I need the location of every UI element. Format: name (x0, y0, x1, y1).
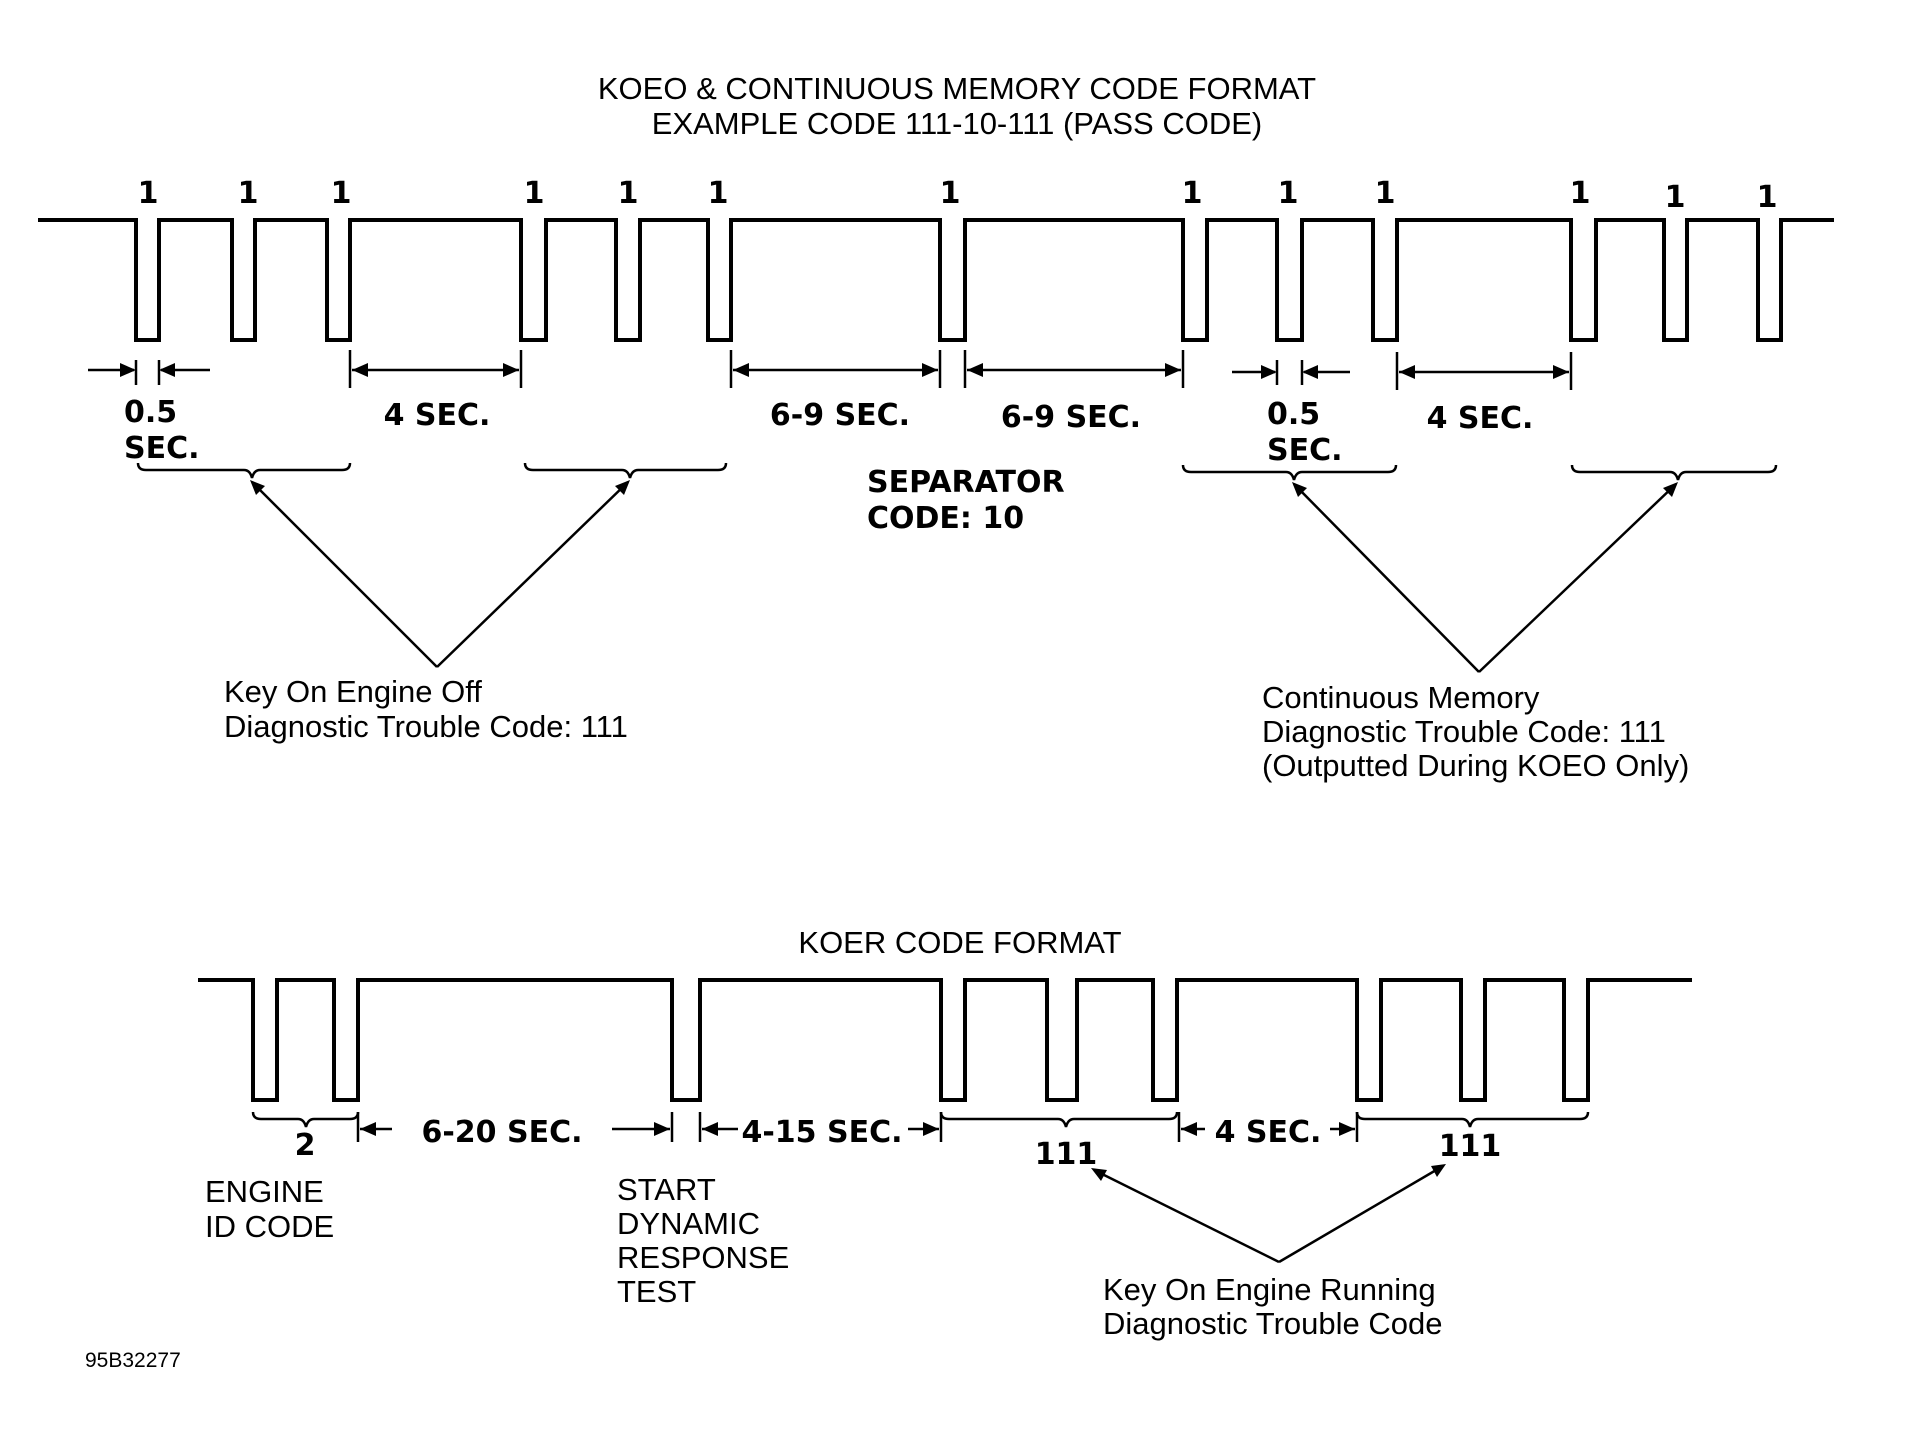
start-test-label: TEST (617, 1274, 696, 1309)
start-test-label: DYNAMIC (617, 1206, 760, 1241)
engine-id-brace (251, 1111, 360, 1128)
arrowhead (1553, 365, 1569, 379)
pulse-digit: 1 (1375, 176, 1396, 211)
gap-4-15-label: 4-15 SEC. (741, 1115, 902, 1150)
top-title-line1: KOEO & CONTINUOUS MEMORY CODE FORMAT (598, 71, 1316, 106)
start-test-label: RESPONSE (617, 1240, 789, 1275)
koeo-label: Diagnostic Trouble Code: 111 (224, 709, 628, 744)
arrowhead (1165, 363, 1181, 377)
code-a-label: 111 (1035, 1137, 1098, 1172)
code-b-label: 111 (1439, 1129, 1502, 1164)
arrowhead (967, 363, 983, 377)
cm-group-brace (1570, 464, 1778, 481)
cm-label: (Outputted During KOEO Only) (1262, 748, 1689, 783)
pulse-digit: 1 (1278, 176, 1299, 211)
koeo-group-brace (136, 462, 352, 479)
arrowhead (159, 363, 175, 377)
arrowhead (120, 363, 136, 377)
six-nine-sec-label-a: 6-9 SEC. (770, 398, 910, 433)
pulse-digit: 1 (238, 176, 259, 211)
arrowhead (1261, 365, 1277, 379)
koer-waveform (198, 978, 1692, 1102)
pulse-digit: 1 (524, 176, 545, 211)
pulse-digit: 1 (618, 176, 639, 211)
pointer-line (1293, 483, 1480, 673)
arrowhead (1339, 1122, 1355, 1136)
six-nine-sec-label-b: 6-9 SEC. (1001, 400, 1141, 435)
gap-4-label: 4 SEC. (1215, 1115, 1322, 1150)
pointer-line (251, 481, 438, 668)
pointer-line (1278, 1164, 1444, 1264)
pulse-digit: 1 (331, 176, 352, 211)
pulse-digit: 1 (138, 176, 159, 211)
pulse-digit: 1 (1182, 176, 1203, 211)
koeo-label: Key On Engine Off (224, 674, 482, 709)
arrowhead (923, 1122, 939, 1136)
pulse-digit: 1 (1570, 176, 1591, 211)
pulse-digit: 1 (940, 176, 961, 211)
koeo-waveform (38, 218, 1834, 342)
arrowhead (1181, 1122, 1197, 1136)
arrowhead (702, 1122, 718, 1136)
arrowhead (1399, 365, 1415, 379)
separator-label: SEPARATOR (867, 465, 1065, 500)
arrowhead (654, 1122, 670, 1136)
pulse-digit: 1 (1757, 180, 1778, 215)
gap-6-20-label: 6-20 SEC. (421, 1115, 582, 1150)
figure-id: 95B32277 (85, 1349, 181, 1372)
arrowhead (733, 363, 749, 377)
engine-id-label: ID CODE (205, 1209, 334, 1244)
arrowhead (360, 1122, 376, 1136)
arrowhead (352, 363, 368, 377)
arrowhead (1431, 1164, 1446, 1177)
cm-label: Continuous Memory (1262, 680, 1540, 715)
arrowhead (1292, 482, 1307, 497)
engine-id-label: ENGINE (205, 1174, 324, 1209)
pulse-digit: 1 (1665, 180, 1686, 215)
code-brace (939, 1111, 1179, 1128)
arrowhead (250, 480, 265, 495)
half-sec-label-a: SEC. (124, 431, 200, 466)
pointer-line (436, 481, 629, 668)
arrowhead (615, 480, 630, 495)
koer-title: KOER CODE FORMAT (798, 925, 1121, 960)
half-sec-label-a: 0.5 (124, 395, 177, 430)
pulse-digit: 1 (708, 176, 729, 211)
half-sec-label-b: SEC. (1267, 433, 1343, 468)
arrowhead (922, 363, 938, 377)
arrowhead (503, 363, 519, 377)
four-sec-label-a: 4 SEC. (384, 398, 491, 433)
four-sec-label-b: 4 SEC. (1427, 401, 1534, 436)
start-test-label: START (617, 1172, 716, 1207)
top-title-line2: EXAMPLE CODE 111-10-111 (PASS CODE) (652, 106, 1262, 141)
pointer-line (1093, 1168, 1280, 1264)
koer-label: Diagnostic Trouble Code (1103, 1306, 1442, 1341)
koer-label: Key On Engine Running (1103, 1272, 1436, 1307)
separator-label: CODE: 10 (867, 501, 1024, 536)
cm-group-brace (1181, 464, 1398, 481)
koeo-group-brace (523, 462, 728, 479)
arrowhead (1091, 1168, 1107, 1181)
code-brace (1355, 1111, 1590, 1128)
cm-label: Diagnostic Trouble Code: 111 (1262, 714, 1666, 749)
arrowhead (1302, 365, 1318, 379)
arrowhead (1663, 482, 1678, 497)
pointer-line (1478, 483, 1677, 673)
half-sec-label-b: 0.5 (1267, 397, 1320, 432)
engine-id-digit: 2 (295, 1128, 316, 1163)
